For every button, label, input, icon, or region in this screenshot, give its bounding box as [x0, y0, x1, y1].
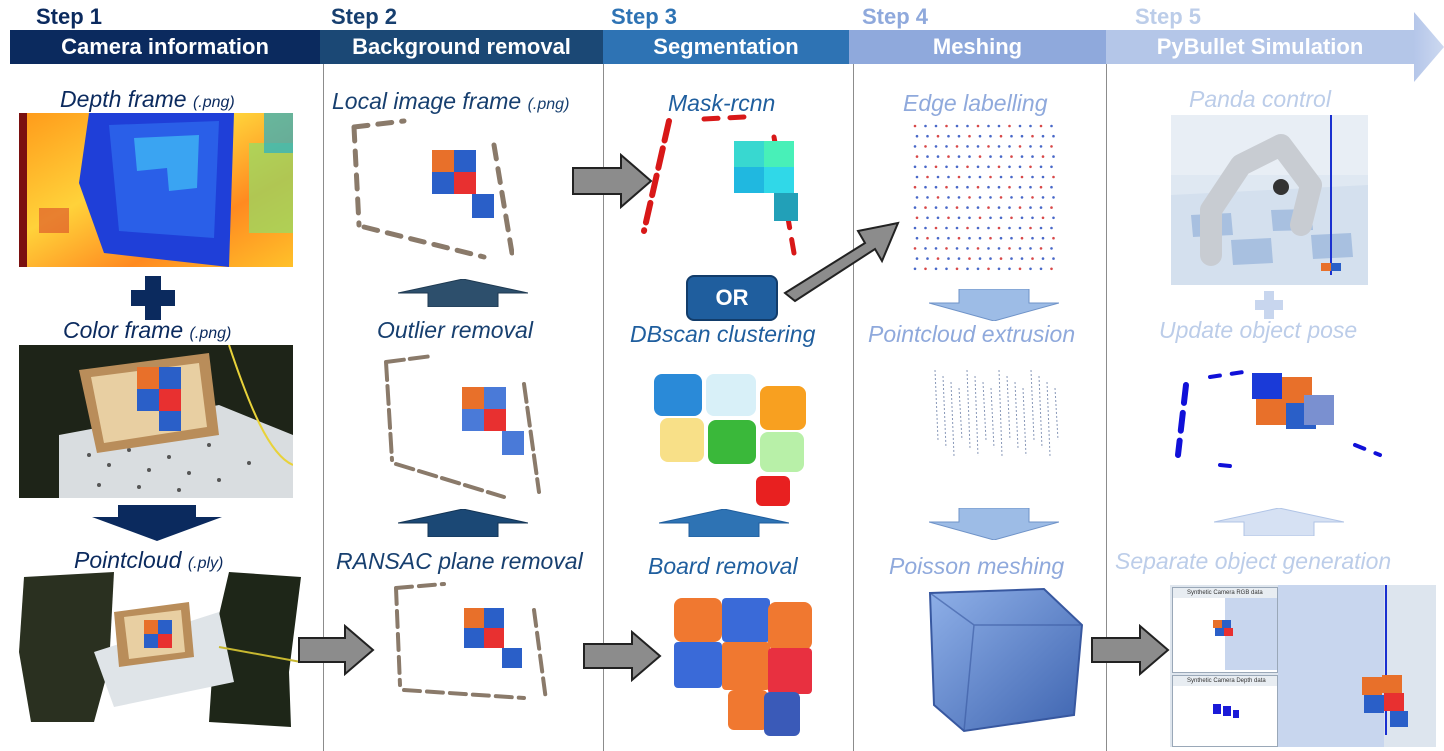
- step-3-label: Step 3: [611, 4, 678, 29]
- column-divider: [603, 64, 604, 751]
- right-arrow-icon: [583, 630, 662, 682]
- board-removal-label: Board removal: [648, 553, 798, 579]
- mask-rcnn-image: [634, 113, 819, 263]
- banner-segmentation: Segmentation: [603, 30, 849, 64]
- local-image-frame-label: Local image frame (.png): [332, 88, 570, 114]
- outlier-removal-image: [374, 352, 544, 502]
- down-arrow-icon: [929, 289, 1059, 321]
- update-object-pose-label: Update object pose: [1159, 317, 1358, 343]
- dbscan-clustering-label: DBscan clustering: [630, 321, 816, 347]
- step-1-label: Step 1: [36, 4, 103, 29]
- rgb-panel-title: Synthetic Camera RGB data: [1173, 588, 1277, 598]
- edge-labelling-label: Edge labelling: [903, 90, 1048, 116]
- depth-panel-title: Synthetic Camera Depth data: [1173, 676, 1277, 686]
- separate-object-generation-label: Separate object generation: [1115, 548, 1392, 574]
- ransac-plane-removal-image: [384, 580, 554, 730]
- pointcloud-image: [19, 572, 301, 727]
- column-divider: [1106, 64, 1107, 751]
- color-frame-label: Color frame (.png): [63, 317, 232, 343]
- banner-background-removal: Background removal: [320, 30, 603, 64]
- synthetic-depth-panel: Synthetic Camera Depth data: [1172, 675, 1278, 747]
- update-object-pose-image: [1160, 355, 1390, 475]
- panda-control-label: Panda control: [1189, 86, 1331, 112]
- separate-object-generation-image: Synthetic Camera RGB data Synthetic Came…: [1170, 585, 1436, 747]
- banner-camera-information: Camera information: [10, 30, 320, 64]
- local-image-frame-image: [344, 115, 514, 265]
- synthetic-rgb-panel: Synthetic Camera RGB data: [1172, 587, 1278, 673]
- panda-control-image: [1171, 115, 1368, 285]
- depth-frame-label: Depth frame (.png): [60, 86, 235, 112]
- column-divider: [853, 64, 854, 751]
- poisson-meshing-image: [924, 585, 1086, 735]
- column-divider: [323, 64, 324, 751]
- pointcloud-extrusion-label: Pointcloud extrusion: [868, 321, 1076, 347]
- up-arrow-icon: [659, 509, 789, 537]
- outlier-removal-label: Outlier removal: [377, 317, 533, 343]
- poisson-meshing-label: Poisson meshing: [889, 553, 1065, 579]
- step-5-label: Step 5: [1135, 4, 1202, 29]
- pointcloud-label: Pointcloud (.ply): [74, 547, 224, 573]
- down-arrow-icon: [929, 508, 1059, 540]
- board-removal-image: [668, 592, 816, 742]
- right-arrow-icon: [1091, 624, 1170, 676]
- dbscan-clustering-image: [652, 370, 810, 510]
- right-arrow-icon: [298, 624, 375, 676]
- up-arrow-icon: [1214, 508, 1344, 536]
- step-2-label: Step 2: [331, 4, 398, 29]
- pipeline-banner: [1400, 12, 1444, 82]
- edge-labelling-image: [905, 120, 1065, 280]
- step-4-label: Step 4: [862, 4, 929, 29]
- depth-frame-image: [19, 113, 293, 267]
- right-arrow-icon: [572, 153, 653, 209]
- color-frame-image: [19, 345, 293, 498]
- diagonal-arrow-icon: [783, 221, 900, 303]
- plus-icon: [131, 276, 175, 320]
- or-box: OR: [686, 275, 778, 321]
- pointcloud-extrusion-image: [925, 360, 1065, 472]
- plus-icon: [1255, 291, 1283, 319]
- ransac-plane-removal-label: RANSAC plane removal: [336, 548, 583, 574]
- banner-meshing: Meshing: [849, 30, 1106, 64]
- banner-pybullet-simulation: PyBullet Simulation: [1106, 30, 1414, 64]
- mask-rcnn-label: Mask-rcnn: [668, 90, 776, 116]
- up-arrow-icon: [398, 509, 528, 537]
- down-arrow-icon: [92, 505, 222, 541]
- up-arrow-icon: [398, 279, 528, 307]
